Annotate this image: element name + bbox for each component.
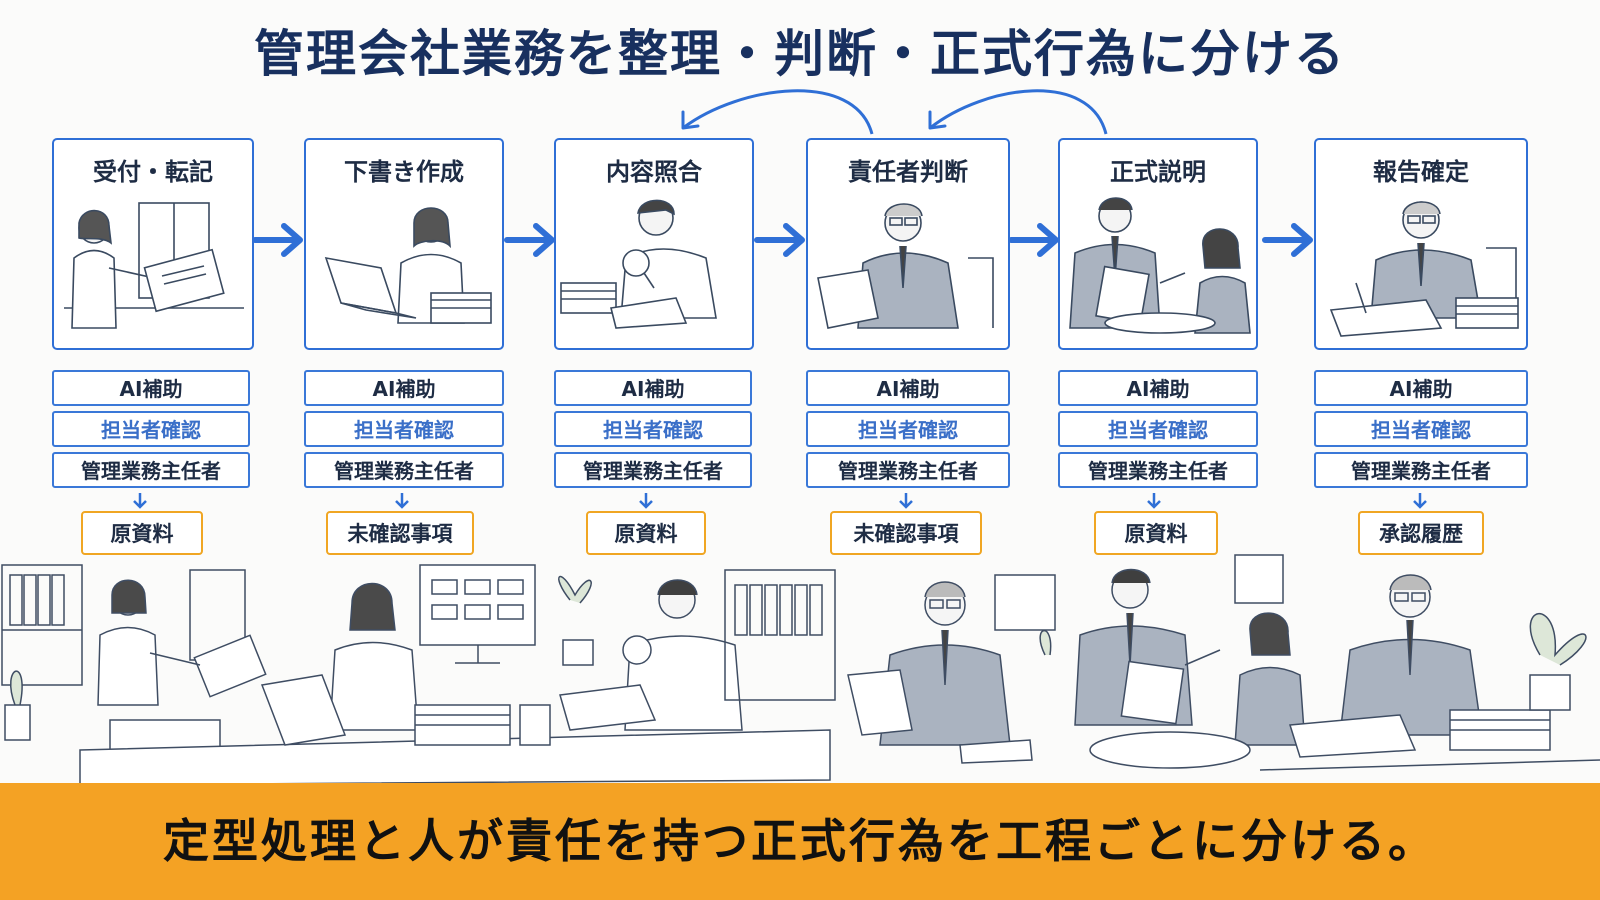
staff-check-tag: 担当者確認 [1314, 411, 1528, 447]
output-box: 原資料 [586, 511, 706, 555]
page-title: 管理会社業務を整理・判断・正式行為に分ける [254, 25, 1346, 83]
step-title: 正式説明 [1110, 158, 1206, 186]
explanation-illustration [1069, 197, 1251, 334]
manager-tag: 管理業務主任者 [554, 452, 752, 488]
output-box: 承認履歴 [1358, 511, 1484, 555]
down-arrow-icon [639, 493, 653, 509]
ai-assist-tag: AI補助 [554, 370, 752, 406]
reception-illustration [64, 202, 244, 329]
down-arrow-icon [1147, 493, 1161, 509]
step-frame: 受付・転記 [52, 138, 254, 350]
step-title: 内容照合 [606, 158, 702, 186]
right-arrow-icon [754, 223, 805, 257]
right-arrow-icon [504, 223, 555, 257]
ai-assist-tag: AI補助 [52, 370, 250, 406]
staff-check-tag: 担当者確認 [806, 411, 1010, 447]
staff-check-tag: 担当者確認 [304, 411, 504, 447]
ai-assist-tag: AI補助 [1058, 370, 1258, 406]
step-frame: 正式説明 [1058, 138, 1258, 350]
manager-tag: 管理業務主任者 [1314, 452, 1528, 488]
right-arrow-icon [1008, 223, 1059, 257]
down-arrow-icon [899, 493, 913, 509]
report-illustration [1329, 201, 1519, 337]
output-box: 未確認事項 [326, 511, 474, 555]
summary-text: 定型処理と人が責任を持つ正式行為を工程ごとに分ける。 [163, 814, 1437, 868]
feedback-arrows [681, 89, 1108, 135]
step-frame: 責任者判断 [806, 138, 1010, 350]
output-box: 原資料 [81, 511, 203, 555]
step-frame: 内容照合 [554, 138, 754, 350]
down-arrow-icon [1413, 493, 1427, 509]
down-arrow-icon [395, 493, 409, 509]
staff-check-tag: 担当者確認 [554, 411, 752, 447]
down-arrow-icon [133, 493, 147, 509]
step-title: 責任者判断 [848, 158, 968, 186]
manager-tag: 管理業務主任者 [1058, 452, 1258, 488]
drafting-illustration [324, 207, 492, 324]
staff-check-tag: 担当者確認 [1058, 411, 1258, 447]
office-scene-illustration [1, 554, 1600, 785]
manager-tag: 管理業務主任者 [304, 452, 504, 488]
right-arrow-icon [1262, 223, 1313, 257]
step-frame: 報告確定 [1314, 138, 1528, 350]
right-arrow-icon [252, 223, 303, 257]
step-title: 下書き作成 [344, 158, 464, 186]
ai-assist-tag: AI補助 [806, 370, 1010, 406]
verification-illustration [560, 199, 717, 329]
ai-assist-tag: AI補助 [1314, 370, 1528, 406]
output-box: 未確認事項 [830, 511, 982, 555]
judgment-illustration [817, 203, 994, 329]
staff-check-tag: 担当者確認 [52, 411, 250, 447]
manager-tag: 管理業務主任者 [806, 452, 1010, 488]
output-box: 原資料 [1094, 511, 1218, 555]
step-title: 受付・転記 [93, 158, 213, 186]
step-title: 報告確定 [1373, 158, 1469, 186]
step-frame: 下書き作成 [304, 138, 504, 350]
manager-tag: 管理業務主任者 [52, 452, 250, 488]
ai-assist-tag: AI補助 [304, 370, 504, 406]
summary-banner: 定型処理と人が責任を持つ正式行為を工程ごとに分ける。 [0, 783, 1600, 900]
